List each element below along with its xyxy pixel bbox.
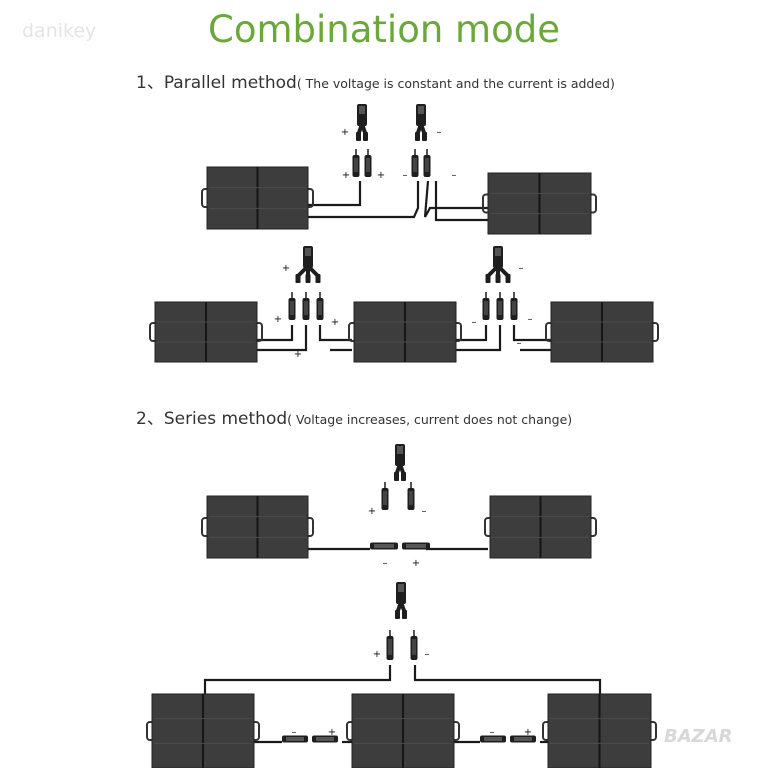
minus-sign: – — [519, 263, 524, 274]
plus-sign: + — [342, 170, 350, 181]
cable-line — [203, 665, 392, 694]
solar-panel-icon — [346, 693, 460, 768]
minus-sign: – — [437, 127, 442, 138]
solar-panel-icon — [542, 693, 657, 768]
minus-sign: – — [452, 170, 457, 181]
cable-line — [413, 665, 602, 694]
mc4-connector-icon — [312, 735, 338, 743]
plus-sign: + — [524, 727, 532, 738]
mc4-connector-icon — [288, 292, 296, 320]
plus-sign: + — [282, 263, 290, 274]
y-branch-connector-icon — [415, 104, 427, 141]
y-branch-connector-icon — [356, 104, 368, 141]
solar-panel-icon — [149, 301, 263, 363]
parallel-method-heading: 1、Parallel method( The voltage is consta… — [136, 68, 615, 93]
cable-line — [257, 325, 294, 342]
solar-panel-icon — [201, 495, 314, 559]
three-way-branch-connector-icon — [485, 246, 511, 283]
mc4-connector-icon — [386, 630, 394, 660]
cable-line — [308, 181, 362, 207]
cable-line — [257, 325, 308, 352]
cable-line — [512, 325, 551, 342]
mc4-connector-icon — [482, 292, 490, 320]
mc4-connector-icon — [402, 542, 430, 550]
plus-sign: + — [377, 170, 385, 181]
mc4-connector-icon — [510, 292, 518, 320]
plus-sign: + — [341, 127, 349, 138]
mc4-connector-icon — [410, 630, 418, 660]
mc4-connector-icon — [370, 542, 398, 550]
minus-sign: – — [517, 338, 522, 349]
y-branch-connector-icon — [395, 582, 407, 619]
solar-panel-icon — [146, 693, 260, 768]
plus-sign: + — [328, 727, 336, 738]
mc4-connector-icon — [302, 292, 310, 320]
mc4-connector-icon — [352, 149, 360, 177]
brand-watermark: BAZAR — [664, 726, 733, 747]
minus-sign: – — [425, 649, 430, 660]
y-branch-connector-icon — [394, 444, 406, 481]
series-method-label: 2、Series method — [136, 409, 288, 429]
minus-sign: – — [383, 558, 388, 569]
minus-sign: – — [422, 506, 427, 517]
mc4-connector-icon — [496, 292, 504, 320]
minus-sign: – — [403, 170, 408, 181]
parallel-method-label: 1、Parallel method — [136, 73, 297, 93]
series-method-note: ( Voltage increases, current does not ch… — [287, 412, 573, 427]
mc4-connector-icon — [510, 735, 536, 743]
plus-sign: + — [412, 558, 420, 569]
solar-panel-icon — [482, 172, 597, 235]
cable-line — [318, 325, 352, 342]
solar-panel-icon — [201, 166, 314, 230]
mc4-connector-icon — [411, 149, 419, 177]
solar-panel-icon — [545, 301, 659, 363]
solar-panel-icon — [484, 495, 597, 559]
plus-sign: + — [368, 506, 376, 517]
mc4-connector-icon — [364, 149, 372, 177]
minus-sign: – — [472, 317, 477, 328]
plus-sign: + — [373, 649, 381, 660]
mc4-connector-icon — [407, 482, 415, 510]
minus-sign: – — [490, 727, 495, 738]
minus-sign: – — [292, 727, 297, 738]
mc4-connector-icon — [316, 292, 324, 320]
three-way-branch-connector-icon — [295, 246, 321, 283]
plus-sign: + — [274, 314, 282, 325]
mc4-connector-icon — [381, 482, 389, 510]
solar-panel-icon — [348, 301, 462, 363]
cable-line — [423, 180, 488, 218]
plus-sign: + — [331, 317, 339, 328]
mc4-connector-icon — [282, 735, 308, 743]
plus-sign: + — [294, 349, 302, 360]
parallel-method-note: ( The voltage is constant and the curren… — [296, 76, 615, 91]
watermark-text: danikey — [22, 20, 97, 42]
cable-line — [456, 325, 502, 352]
mc4-connector-icon — [423, 149, 431, 177]
cable-line — [308, 181, 420, 219]
series-method-heading: 2、Series method( Voltage increases, curr… — [136, 404, 572, 429]
minus-sign: – — [528, 314, 533, 325]
cable-line — [434, 181, 488, 222]
cable-line — [456, 325, 488, 342]
mc4-connector-icon — [480, 735, 506, 743]
page-title: Combination mode — [208, 8, 560, 51]
